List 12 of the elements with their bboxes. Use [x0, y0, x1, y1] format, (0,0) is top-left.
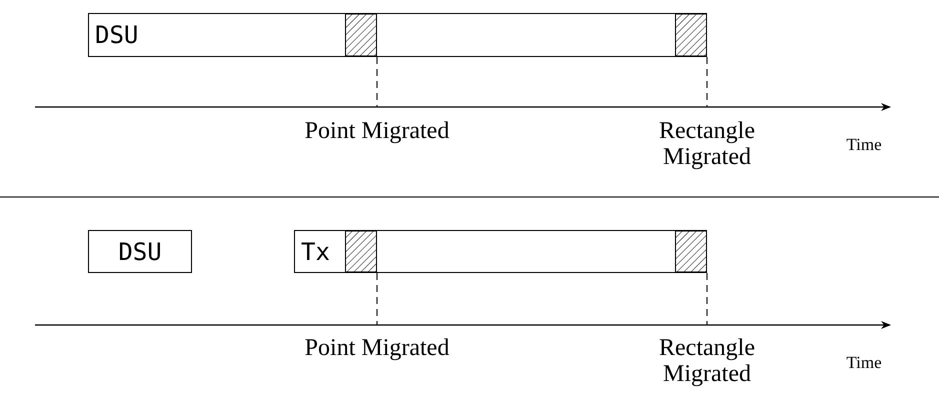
bar-label: DSU — [117, 236, 163, 268]
bar-label: Tx — [301, 236, 330, 268]
event-label: Point Migrated — [304, 335, 450, 361]
bar-label: DSU — [95, 20, 138, 51]
timeline-bar — [294, 230, 707, 273]
timeline-bar — [88, 13, 707, 57]
event-label: Point Migrated — [304, 118, 450, 144]
event-label: Rectangle Migrated — [658, 335, 756, 387]
axis-label: Time — [845, 134, 883, 156]
axis-label: Time — [845, 352, 883, 374]
event-label: Rectangle Migrated — [658, 118, 756, 170]
timeline-bar — [88, 230, 192, 273]
